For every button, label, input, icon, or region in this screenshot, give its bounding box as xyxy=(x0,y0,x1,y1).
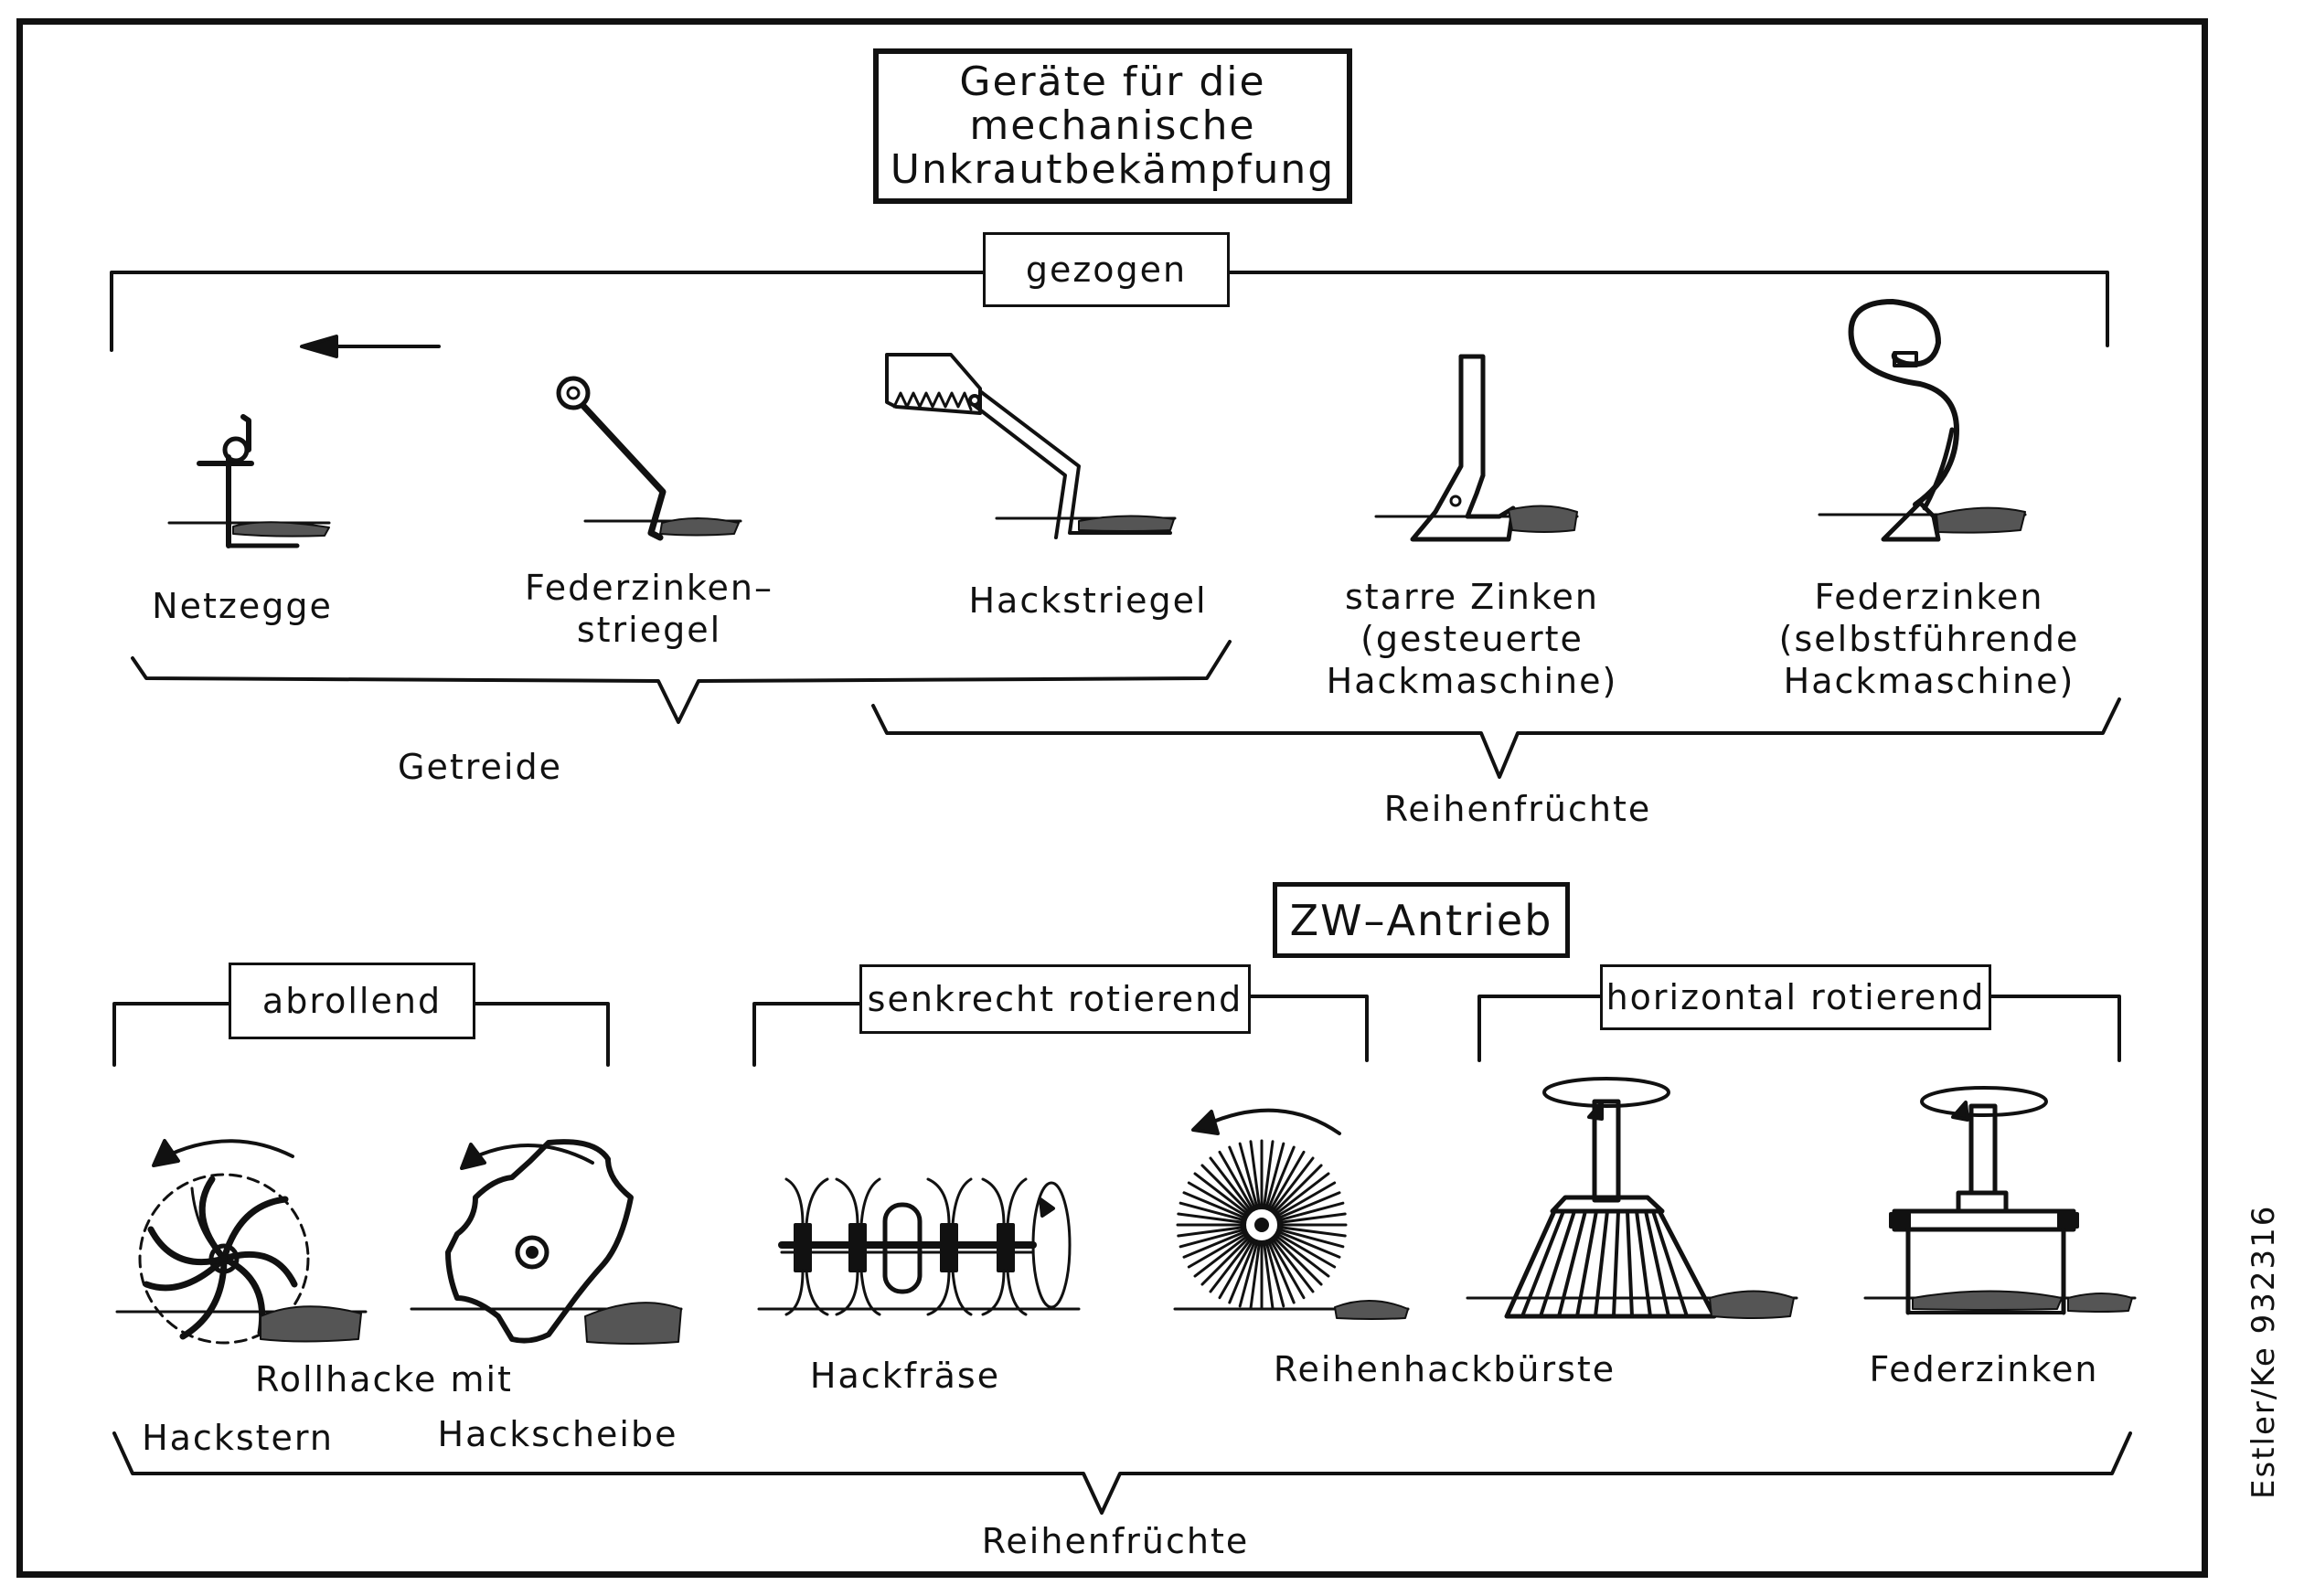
category-getreide: Getreide xyxy=(398,747,562,787)
diagram-frame xyxy=(16,18,2208,1578)
label-starre-zinken: starre Zinken (gesteuerte Hackmaschine) xyxy=(1317,576,1627,702)
group-box-zw-antrieb: ZW–Antrieb xyxy=(1273,882,1570,958)
brace-reihenfruechte-top xyxy=(871,697,2121,779)
direction-arrow-icon xyxy=(300,335,441,358)
label-starre-zinken-line2: (gesteuerte xyxy=(1360,619,1584,659)
category-reihenfruechte-top: Reihenfrüchte xyxy=(1383,789,1652,829)
netzegge-icon xyxy=(167,414,331,548)
brace-reihenfruechte-bottom xyxy=(112,1431,2132,1515)
label-reihenhackbuerste: Reihenhackbürste xyxy=(1273,1349,1616,1389)
label-hackfraese: Hackfräse xyxy=(809,1356,1001,1396)
group-box-abrollend: abrollend xyxy=(229,963,475,1039)
group-box-horizontal-rotierend: horizontal rotierend xyxy=(1600,964,1991,1030)
label-federzinkenstriegel: Federzinken– striegel xyxy=(512,567,786,651)
bracket-senkrecht xyxy=(752,995,1369,1067)
federzinkenstriegel-icon xyxy=(556,376,742,541)
starre-zinken-icon xyxy=(1374,354,1579,542)
category-reihenfruechte-bottom: Reihenfrüchte xyxy=(981,1521,1250,1561)
group-box-gezogen: gezogen xyxy=(983,232,1230,307)
label-federzinken-selbstfuehrend: Federzinken (selbstführende Hackmaschine… xyxy=(1769,576,2089,702)
group-label-senkrecht-rotierend: senkrecht rotierend xyxy=(867,979,1243,1019)
label-federzinken-line1: Federzinken xyxy=(1814,577,2044,617)
reihenhackbuerste-broom-icon xyxy=(1466,1077,1798,1319)
label-rollhacke: Rollhacke mit xyxy=(255,1359,513,1399)
bracket-abrollend xyxy=(112,1002,610,1067)
label-netzegge: Netzegge xyxy=(137,585,347,627)
group-label-horizontal-rotierend: horizontal rotierend xyxy=(1605,977,1986,1017)
federzinken-rotierend-icon xyxy=(1863,1086,2137,1315)
hackscheibe-icon xyxy=(410,1139,683,1345)
title-line-2: mechanische xyxy=(969,102,1256,149)
group-label-gezogen: gezogen xyxy=(1025,250,1188,290)
label-starre-zinken-line3: Hackmaschine) xyxy=(1326,661,1618,701)
federzinken-spiral-icon xyxy=(1818,299,2027,542)
label-federzinkenstriegel-line2: striegel xyxy=(576,610,722,650)
label-hackscheibe: Hackscheibe xyxy=(437,1414,678,1454)
label-hackstriegel: Hackstriegel xyxy=(965,580,1211,622)
label-netzegge-line1: Netzegge xyxy=(152,586,333,626)
credit-text: Estler/Ke 932316 xyxy=(2245,1204,2282,1499)
label-hackstriegel-line1: Hackstriegel xyxy=(968,580,1208,621)
label-hackstern: Hackstern xyxy=(142,1418,334,1458)
label-starre-zinken-line1: starre Zinken xyxy=(1345,577,1599,617)
title-box: Geräte für die mechanische Unkrautbekämp… xyxy=(873,48,1352,204)
label-federzinkenstriegel-line1: Federzinken– xyxy=(525,568,773,608)
group-box-senkrecht-rotierend: senkrecht rotierend xyxy=(859,964,1251,1034)
label-federzinken-line2: (selbstführende xyxy=(1778,619,2080,659)
group-label-abrollend: abrollend xyxy=(261,981,443,1021)
reihenhackbuerste-rotor-icon xyxy=(1173,1108,1410,1320)
hackstriegel-icon xyxy=(885,353,1177,539)
hackstern-icon xyxy=(115,1139,368,1345)
hackfraese-icon xyxy=(757,1177,1081,1316)
label-federzinken-line3: Hackmaschine) xyxy=(1783,661,2075,701)
bracket-horizontal xyxy=(1477,995,2121,1062)
label-federzinken-rotierend: Federzinken xyxy=(1869,1349,2099,1389)
group-label-zw-antrieb: ZW–Antrieb xyxy=(1289,895,1553,945)
brace-getreide xyxy=(131,640,1232,724)
title-line-1: Geräte für die xyxy=(959,59,1266,105)
title-line-3: Unkrautbekämpfung xyxy=(890,146,1336,193)
bracket-gezogen xyxy=(110,271,2109,352)
